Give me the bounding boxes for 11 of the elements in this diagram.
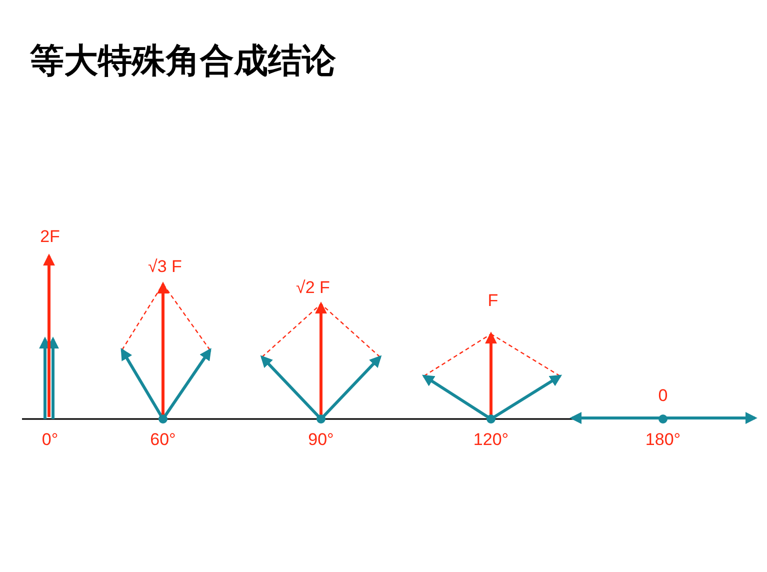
resultant-label: √3 F bbox=[148, 257, 182, 277]
resultant-label: 0 bbox=[658, 386, 668, 406]
resultant-label: √2 F bbox=[296, 278, 330, 298]
title: 等大特殊角合成结论 bbox=[30, 41, 336, 82]
angle-label: 180° bbox=[645, 430, 681, 450]
angle-label: 0° bbox=[42, 430, 58, 450]
angle-label: 120° bbox=[473, 430, 509, 450]
angle-label: 90° bbox=[308, 430, 334, 450]
resultant-label: 2F bbox=[40, 227, 60, 247]
resultant-label: F bbox=[488, 291, 498, 311]
angle-label: 60° bbox=[150, 430, 176, 450]
